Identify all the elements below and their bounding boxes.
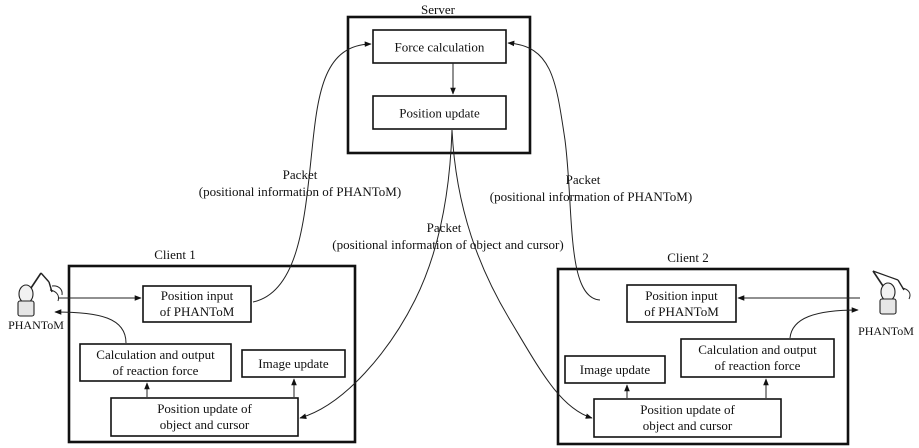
phantom-device-right-icon	[872, 270, 911, 315]
client1-position-update-line1: Position update of	[157, 401, 252, 416]
phantom-label-right: PHANToM	[858, 324, 914, 338]
packet-left-title: Packet	[283, 167, 318, 182]
packet-path-server-to-client2	[451, 129, 593, 419]
client1-frame	[67, 264, 357, 444]
client2-group: Client 2 Position input of PHANToM Image…	[556, 250, 860, 446]
packet-path-server-to-client1	[299, 129, 453, 419]
client1-position-input-line2: of PHANToM	[160, 304, 235, 319]
client1-arrow-force-to-device	[54, 309, 127, 344]
client2-calc-output-line2: of reaction force	[715, 358, 801, 373]
packet-right-title: Packet	[566, 172, 601, 187]
server-group: Server Force calculation Position update	[346, 2, 532, 155]
client1-group: Client 1 Position input of PHANToM Calcu…	[54, 247, 357, 444]
phantom-device-left-icon	[17, 272, 63, 317]
phantom-label-left: PHANToM	[8, 318, 64, 332]
client1-calc-output-box	[79, 343, 232, 382]
packet-center-title: Packet	[427, 220, 462, 235]
client1-image-update-label: Image update	[258, 356, 329, 371]
client2-position-update-line1: Position update of	[640, 402, 735, 417]
packet-center-desc: (positional information of object and cu…	[332, 237, 563, 252]
client1-title: Client 1	[154, 247, 196, 262]
client2-position-update-line2: object and cursor	[643, 418, 733, 433]
client2-arrow-force-to-device	[789, 307, 859, 339]
packet-path-client1-to-server	[252, 41, 372, 303]
client2-position-input-line2: of PHANToM	[644, 304, 719, 319]
force-calculation-label: Force calculation	[395, 40, 485, 55]
client1-calc-output-line1: Calculation and output	[96, 347, 215, 362]
client2-position-update-box	[593, 398, 782, 438]
server-title: Server	[421, 2, 456, 17]
server-frame	[346, 15, 532, 155]
client2-position-input-box	[626, 284, 737, 323]
force-calculation-box	[372, 29, 507, 64]
server-position-update-box	[372, 95, 507, 130]
client2-image-update-label: Image update	[580, 362, 651, 377]
packet-left-desc: (positional information of PHANToM)	[199, 184, 401, 199]
client2-calc-output-box	[680, 338, 835, 378]
client2-frame	[556, 267, 850, 446]
client1-position-input-line1: Position input	[161, 288, 234, 303]
client1-image-update-box	[241, 349, 346, 378]
client1-position-update-box	[110, 397, 299, 437]
client1-position-update-line2: object and cursor	[160, 417, 250, 432]
packet-path-client2-to-server	[507, 40, 601, 301]
server-position-update-label: Position update	[399, 106, 480, 121]
client2-title: Client 2	[667, 250, 709, 265]
client1-position-input-box	[142, 285, 252, 323]
client2-position-input-line1: Position input	[645, 288, 718, 303]
client2-image-update-box	[564, 355, 666, 384]
client1-calc-output-line2: of reaction force	[113, 363, 199, 378]
client2-calc-output-line1: Calculation and output	[698, 342, 817, 357]
packet-right-desc: (positional information of PHANToM)	[490, 189, 692, 204]
